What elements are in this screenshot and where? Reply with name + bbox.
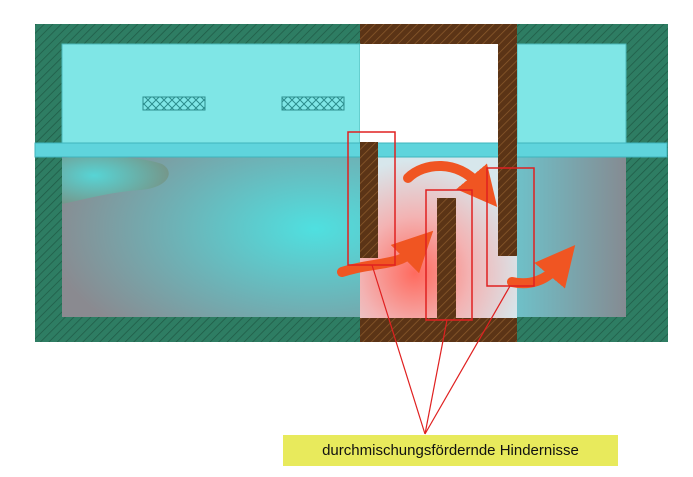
callout-leader-line (371, 264, 426, 435)
flow-arrow-icon (337, 230, 434, 277)
callout-label: durchmischungsfördernde Hindernisse (283, 435, 618, 466)
baffle-left (360, 142, 378, 258)
left-upper-chamber (61, 43, 361, 145)
baffle-right-wall (498, 44, 517, 256)
sludge-deposit (62, 156, 169, 204)
flow-arrow-icon (403, 161, 498, 208)
right-water-body (517, 157, 626, 317)
vent-grille-icon (281, 96, 345, 111)
obstacle-highlight-box-middle (425, 189, 473, 321)
center-upper-opening (360, 44, 498, 144)
callout-leader-line (424, 319, 448, 435)
baffle-middle (437, 198, 456, 318)
vent-grille-icon (142, 96, 206, 111)
water-surface-line (34, 142, 668, 158)
center-wall-top (360, 24, 517, 44)
callout-leader-line (424, 285, 511, 435)
flow-arrow-icon (507, 244, 576, 289)
right-upper-chamber (516, 43, 627, 145)
center-wall-bottom (360, 318, 517, 342)
obstacle-highlight-box-left (347, 131, 396, 266)
obstacle-highlight-box-right (486, 167, 535, 287)
